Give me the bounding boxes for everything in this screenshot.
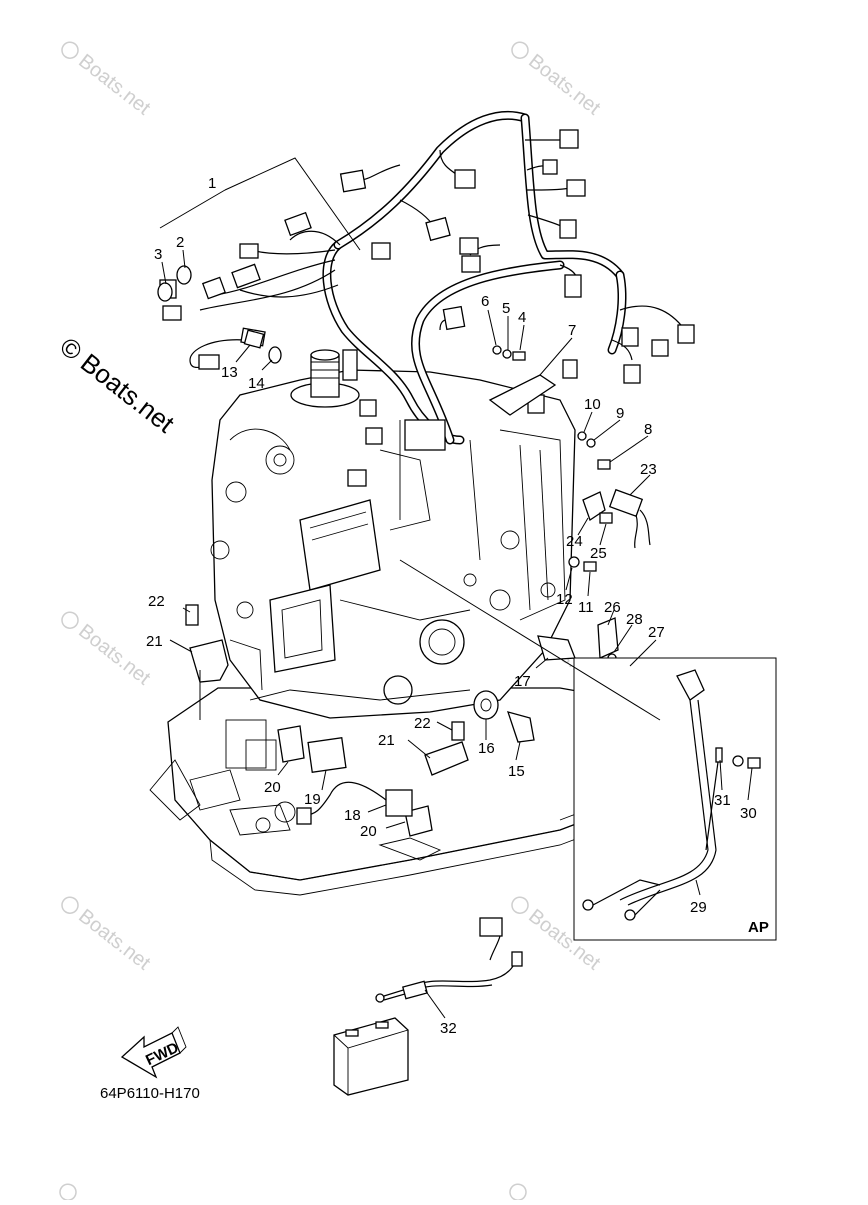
watermark-faint-corner [509,1183,527,1201]
callout-2: 2 [176,234,184,251]
inset-ap: AP [573,657,777,941]
svg-text:Boats.net: Boats.net [74,905,154,975]
callout-24: 24 [566,533,583,550]
part-22-a [185,604,199,626]
part-25 [599,512,613,524]
svg-text:Boats.net: Boats.net [74,620,154,690]
part-10 [577,431,587,441]
part-19 [307,737,347,773]
watermark-faint: Boats.net [511,41,605,120]
callout-20-a: 20 [264,779,281,796]
callout-16: 16 [478,740,495,757]
part-2 [176,265,192,285]
callout-17: 17 [514,673,531,690]
part-13 [243,329,265,349]
part-4 [512,351,526,361]
callout-26: 26 [604,599,621,616]
battery-assembly [333,917,523,1096]
callout-5: 5 [502,300,510,317]
leader-lines [159,157,753,1019]
diagram-code: 64P6110-H170 [100,1085,200,1102]
callout-20-b: 20 [360,823,377,840]
part-7 [488,374,557,416]
callout-29: 29 [690,899,707,916]
callout-22-b: 22 [414,715,431,732]
part-3 [157,282,173,302]
callout-1: 1 [208,175,216,192]
part-22-b [451,721,465,741]
svg-text:Boats.net: Boats.net [74,50,154,120]
engine-block [210,349,576,719]
callout-21-b: 21 [378,732,395,749]
part-20-a [277,725,305,763]
inset-label: AP [748,919,769,936]
callout-13: 13 [221,364,238,381]
part-23 [608,488,644,518]
part-18 [385,789,413,817]
callout-9: 9 [616,405,624,422]
callout-31: 31 [714,792,731,809]
callout-22-a: 22 [148,593,165,610]
part-8 [597,459,611,470]
callout-4: 4 [518,309,526,326]
callouts: 1 2 3 4 5 6 7 8 9 10 11 12 13 14 15 16 1… [146,175,757,1037]
part-5 [502,349,512,359]
callout-15: 15 [508,763,525,780]
callout-19: 19 [304,791,321,808]
parts [157,265,651,837]
part-14 [268,346,282,364]
svg-text:© Boats.net: © Boats.net [54,331,180,439]
svg-text:Boats.net: Boats.net [524,50,604,120]
part-16 [473,690,499,720]
battery-icon [333,1017,409,1096]
callout-11: 11 [578,599,594,616]
part-6 [492,345,502,355]
callout-18: 18 [344,807,361,824]
watermark-faint: Boats.net [61,41,155,120]
connectors [159,129,695,487]
fwd-arrow-icon: FWD [120,1026,187,1079]
callout-7: 7 [568,322,576,339]
callout-25: 25 [590,545,607,562]
callout-12: 12 [556,591,573,608]
part-12 [568,556,580,568]
part-21-a [189,639,229,683]
callout-8: 8 [644,421,652,438]
callout-32: 32 [440,1020,457,1037]
callout-10: 10 [584,396,601,413]
watermark-main: © Boats.net [54,331,180,439]
wiring-harness [189,110,686,445]
part-11 [583,561,597,572]
part-9 [586,438,596,448]
callout-3: 3 [154,246,162,263]
watermark-faint: Boats.net [61,611,155,690]
watermark-faint: Boats.net [61,896,155,975]
callout-6: 6 [481,293,489,310]
callout-27: 27 [648,624,665,641]
part-15 [506,711,535,743]
callout-23: 23 [640,461,657,478]
callout-14: 14 [248,375,265,392]
callout-21-a: 21 [146,633,163,650]
part-21-b [424,741,469,776]
callout-30: 30 [740,805,757,822]
callout-28: 28 [626,611,643,628]
watermark-faint-corner [59,1183,77,1201]
